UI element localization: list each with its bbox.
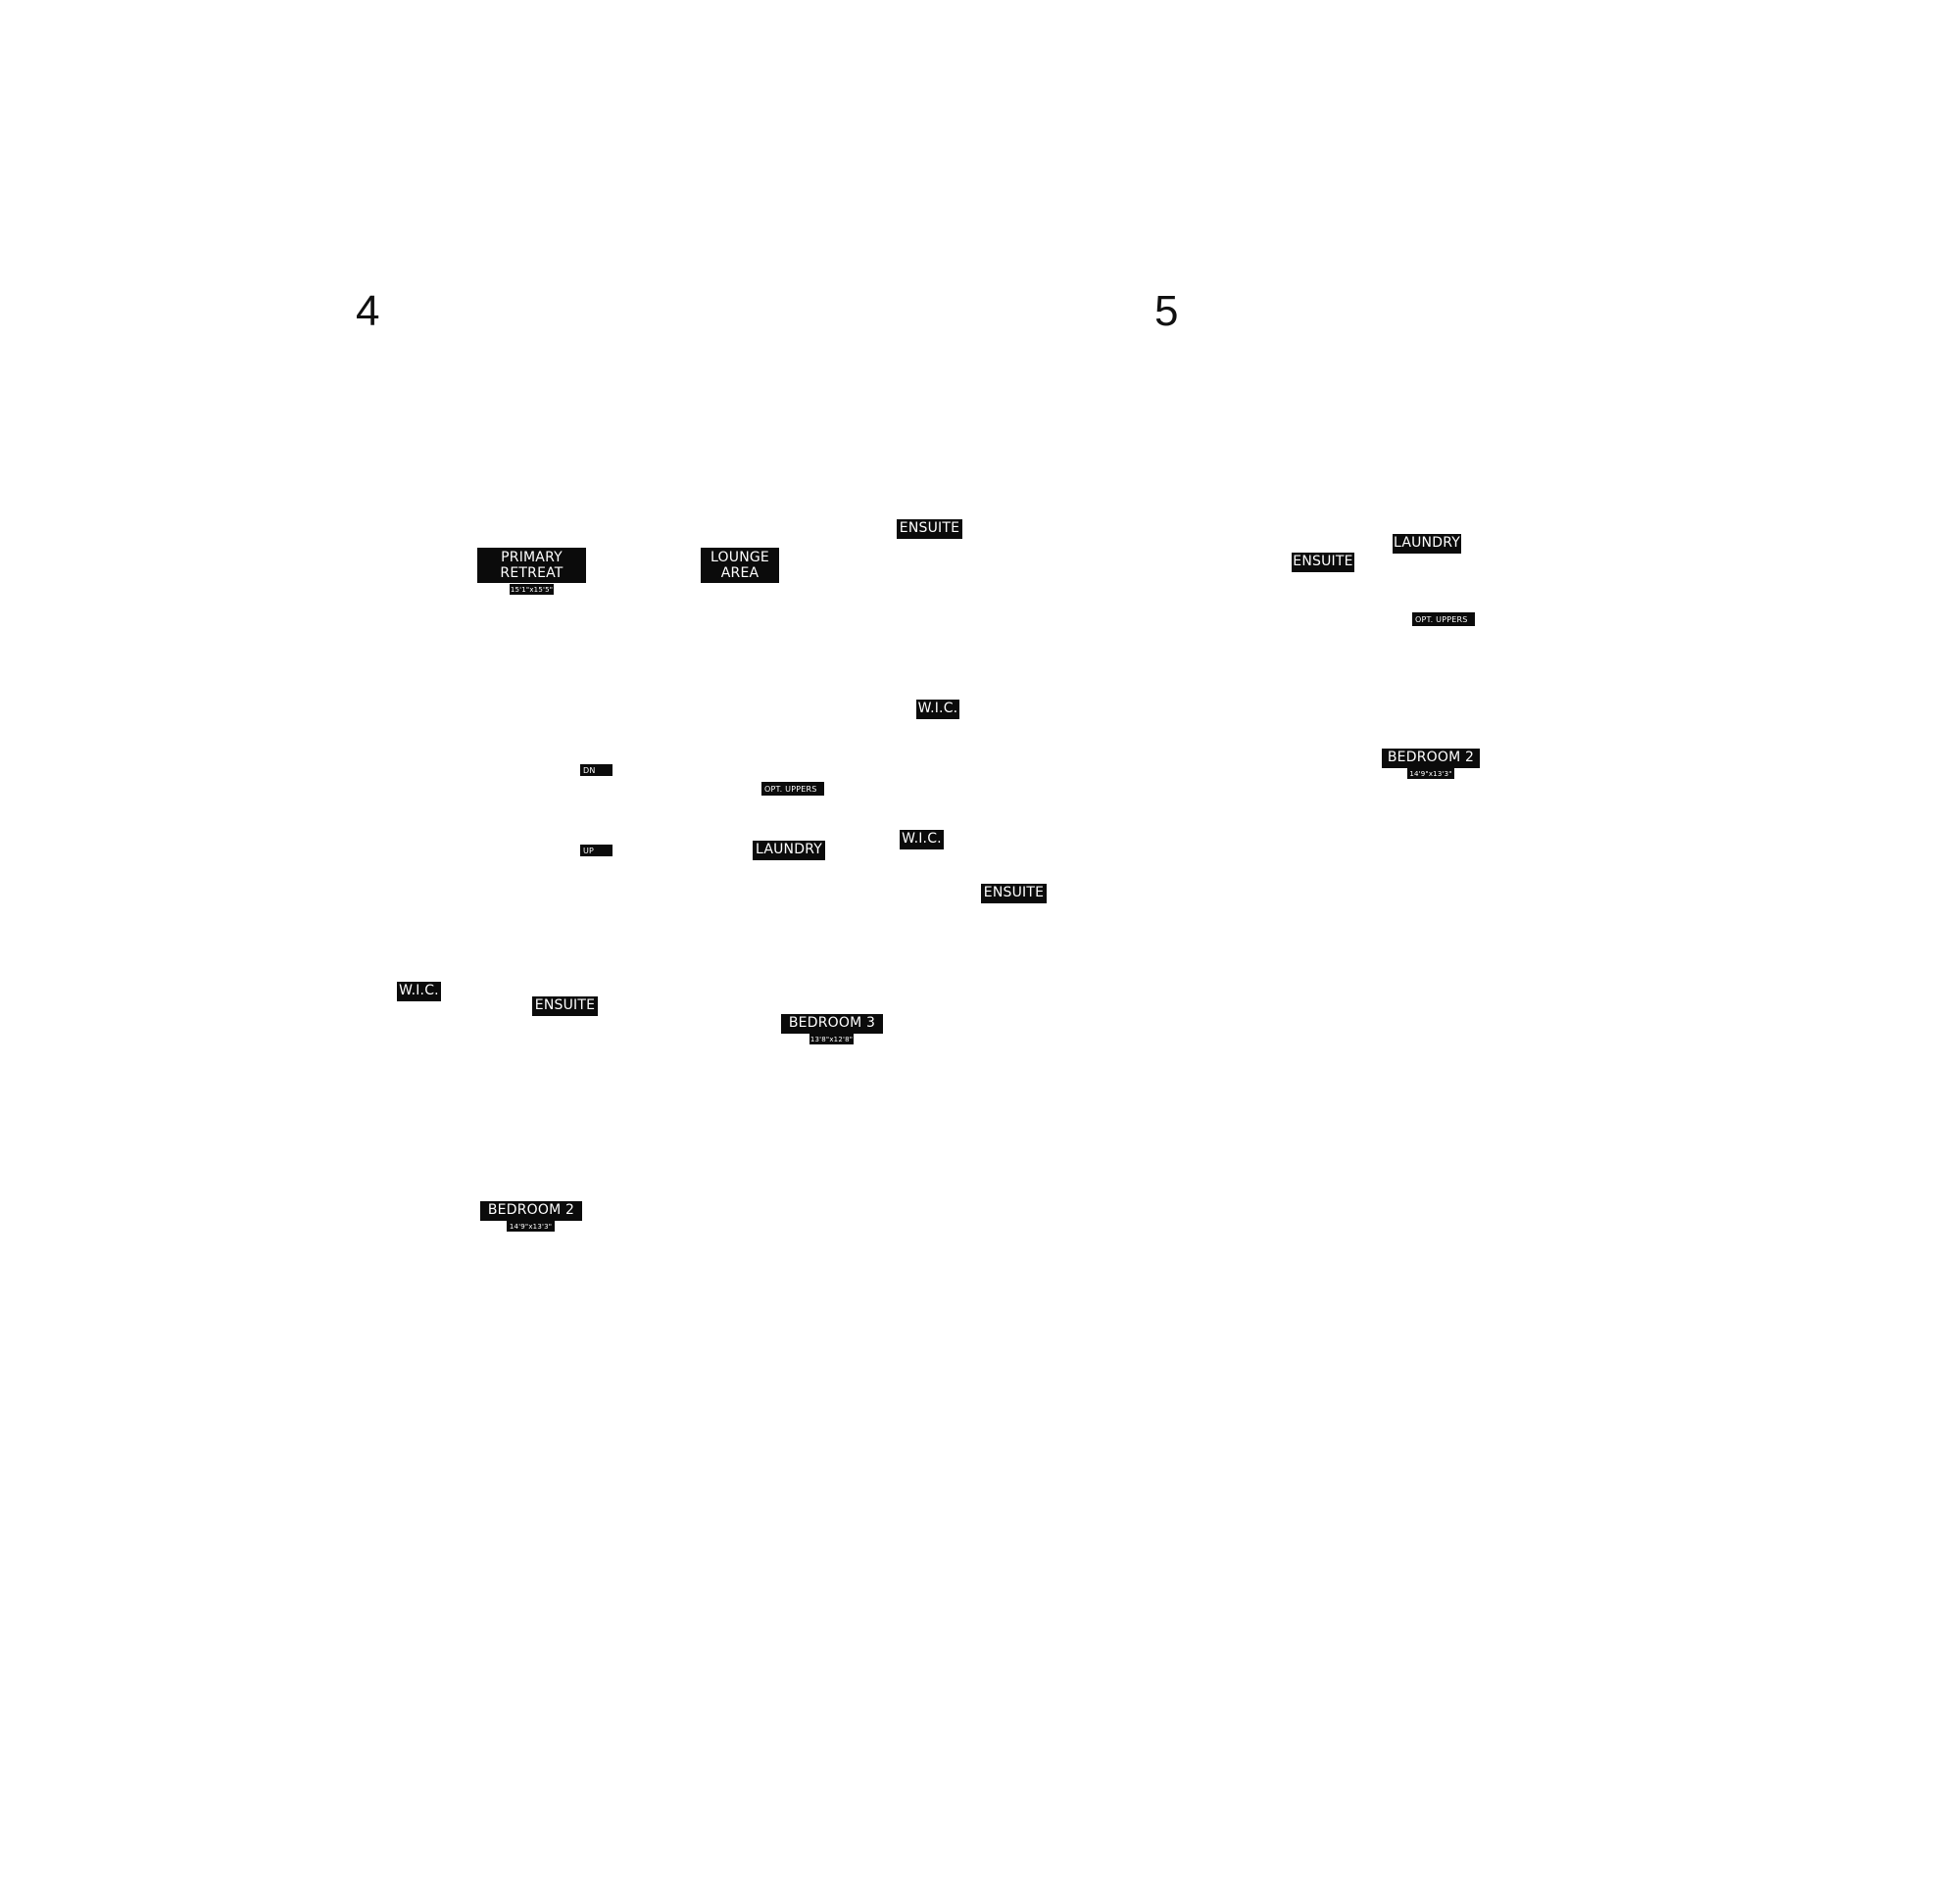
room-label-bedroom-2: BEDROOM 2 — [1382, 749, 1480, 768]
room-label-wic: W.I.C. — [900, 830, 944, 849]
room-label-ensuite: ENSUITE — [532, 996, 598, 1016]
floor-plan-5: 5 ENSUITE LAUNDRY OPT. UPPERS BEDROOM 2 … — [980, 0, 1960, 1890]
room-label-ensuite: ENSUITE — [897, 519, 962, 539]
room-label-primary-retreat: PRIMARY RETREAT — [477, 548, 586, 583]
room-dimensions: 14'9"x13'3" — [1407, 768, 1454, 779]
room-dimensions: 13'8"x12'8" — [809, 1034, 854, 1044]
room-name-line2: AREA — [720, 565, 760, 581]
room-label-wic: W.I.C. — [397, 982, 441, 1001]
note-opt-uppers: OPT. UPPERS — [761, 782, 824, 796]
room-label-wic: W.I.C. — [916, 700, 959, 719]
room-name-line2: RETREAT — [500, 565, 564, 581]
room-label-lounge-area: LOUNGE AREA — [701, 548, 779, 583]
room-label-bedroom-3: BEDROOM 3 — [781, 1014, 883, 1034]
room-dimensions: 15'1"x15'5" — [510, 584, 554, 595]
plan-number: 4 — [356, 287, 380, 335]
note-opt-uppers: OPT. UPPERS — [1412, 612, 1475, 626]
stair-label-dn: DN — [580, 764, 612, 776]
room-label-ensuite: ENSUITE — [1292, 553, 1354, 572]
room-name-line1: PRIMARY — [501, 550, 563, 565]
room-label-ensuite: ENSUITE — [981, 884, 1047, 903]
room-dimensions: 14'9"x13'3" — [507, 1221, 555, 1232]
stair-label-up: UP — [580, 845, 612, 856]
floor-plan-4: 4 PRIMARY RETREAT 15'1"x15'5" LOUNGE ARE… — [356, 287, 1047, 1232]
room-name-line1: LOUNGE — [710, 550, 769, 565]
room-label-bedroom-2: BEDROOM 2 — [480, 1201, 582, 1221]
plan-number: 5 — [1154, 287, 1179, 335]
room-label-laundry: LAUNDRY — [1393, 534, 1461, 554]
room-label-laundry: LAUNDRY — [753, 841, 825, 860]
